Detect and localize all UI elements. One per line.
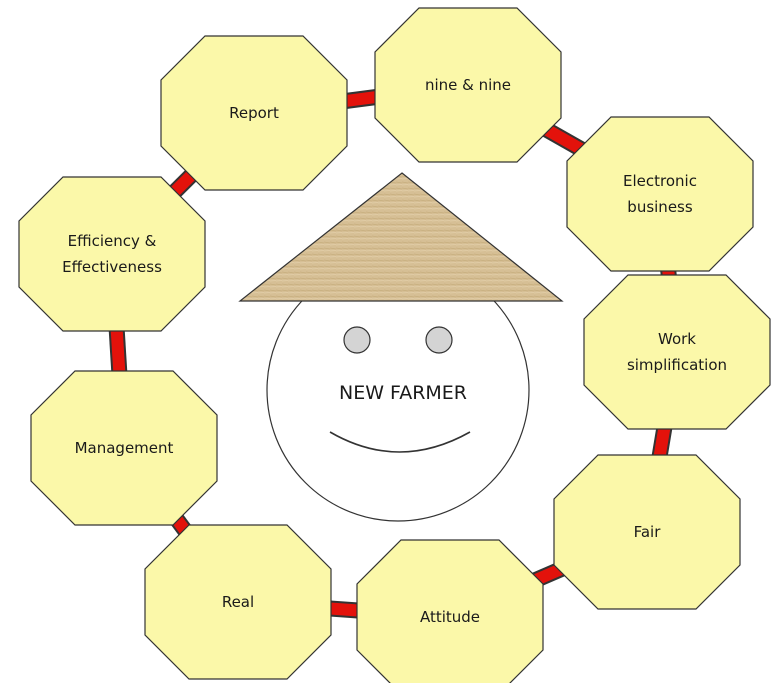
node-report: Report [160, 35, 348, 191]
octagon-shape [30, 370, 218, 526]
farmer-face: NEW FARMER [238, 172, 564, 522]
left-eye-icon [343, 326, 371, 354]
node-label: Fair [634, 523, 662, 541]
node-label: Work [658, 330, 696, 348]
center-label: NEW FARMER [339, 382, 467, 404]
node-label: Management [75, 439, 174, 457]
node-attitude: Attitude [356, 539, 544, 683]
node-real: Real [144, 524, 332, 680]
node-label: Effectiveness [62, 258, 162, 276]
right-eye-icon [425, 326, 453, 354]
smile-icon [329, 431, 471, 453]
octagon-shape [18, 176, 206, 332]
octagon-shape [160, 35, 348, 191]
octagon-shape [144, 524, 332, 680]
node-label: Report [229, 104, 279, 122]
octagon-shape [583, 274, 771, 430]
node-nine-and-nine: nine & nine [374, 7, 562, 163]
node-label: business [627, 198, 693, 216]
node-label: simplification [627, 356, 727, 374]
octagon-shape [553, 454, 741, 610]
octagon-shape [566, 116, 754, 272]
octagon-shape [356, 539, 544, 683]
node-management: Management [30, 370, 218, 526]
node-efficiency-effectiveness: Efficiency & Effectiveness [18, 176, 206, 332]
octagon-shape [374, 7, 562, 163]
node-work-simplification: Work simplification [583, 274, 771, 430]
straw-hat-icon [238, 172, 564, 302]
node-electronic-business: Electronic business [566, 116, 754, 272]
node-label: nine & nine [425, 76, 511, 94]
node-fair: Fair [553, 454, 741, 610]
node-label: Electronic [623, 172, 697, 190]
node-label: Attitude [420, 608, 480, 626]
node-label: Real [222, 593, 254, 611]
node-label: Efficiency & [68, 232, 157, 250]
